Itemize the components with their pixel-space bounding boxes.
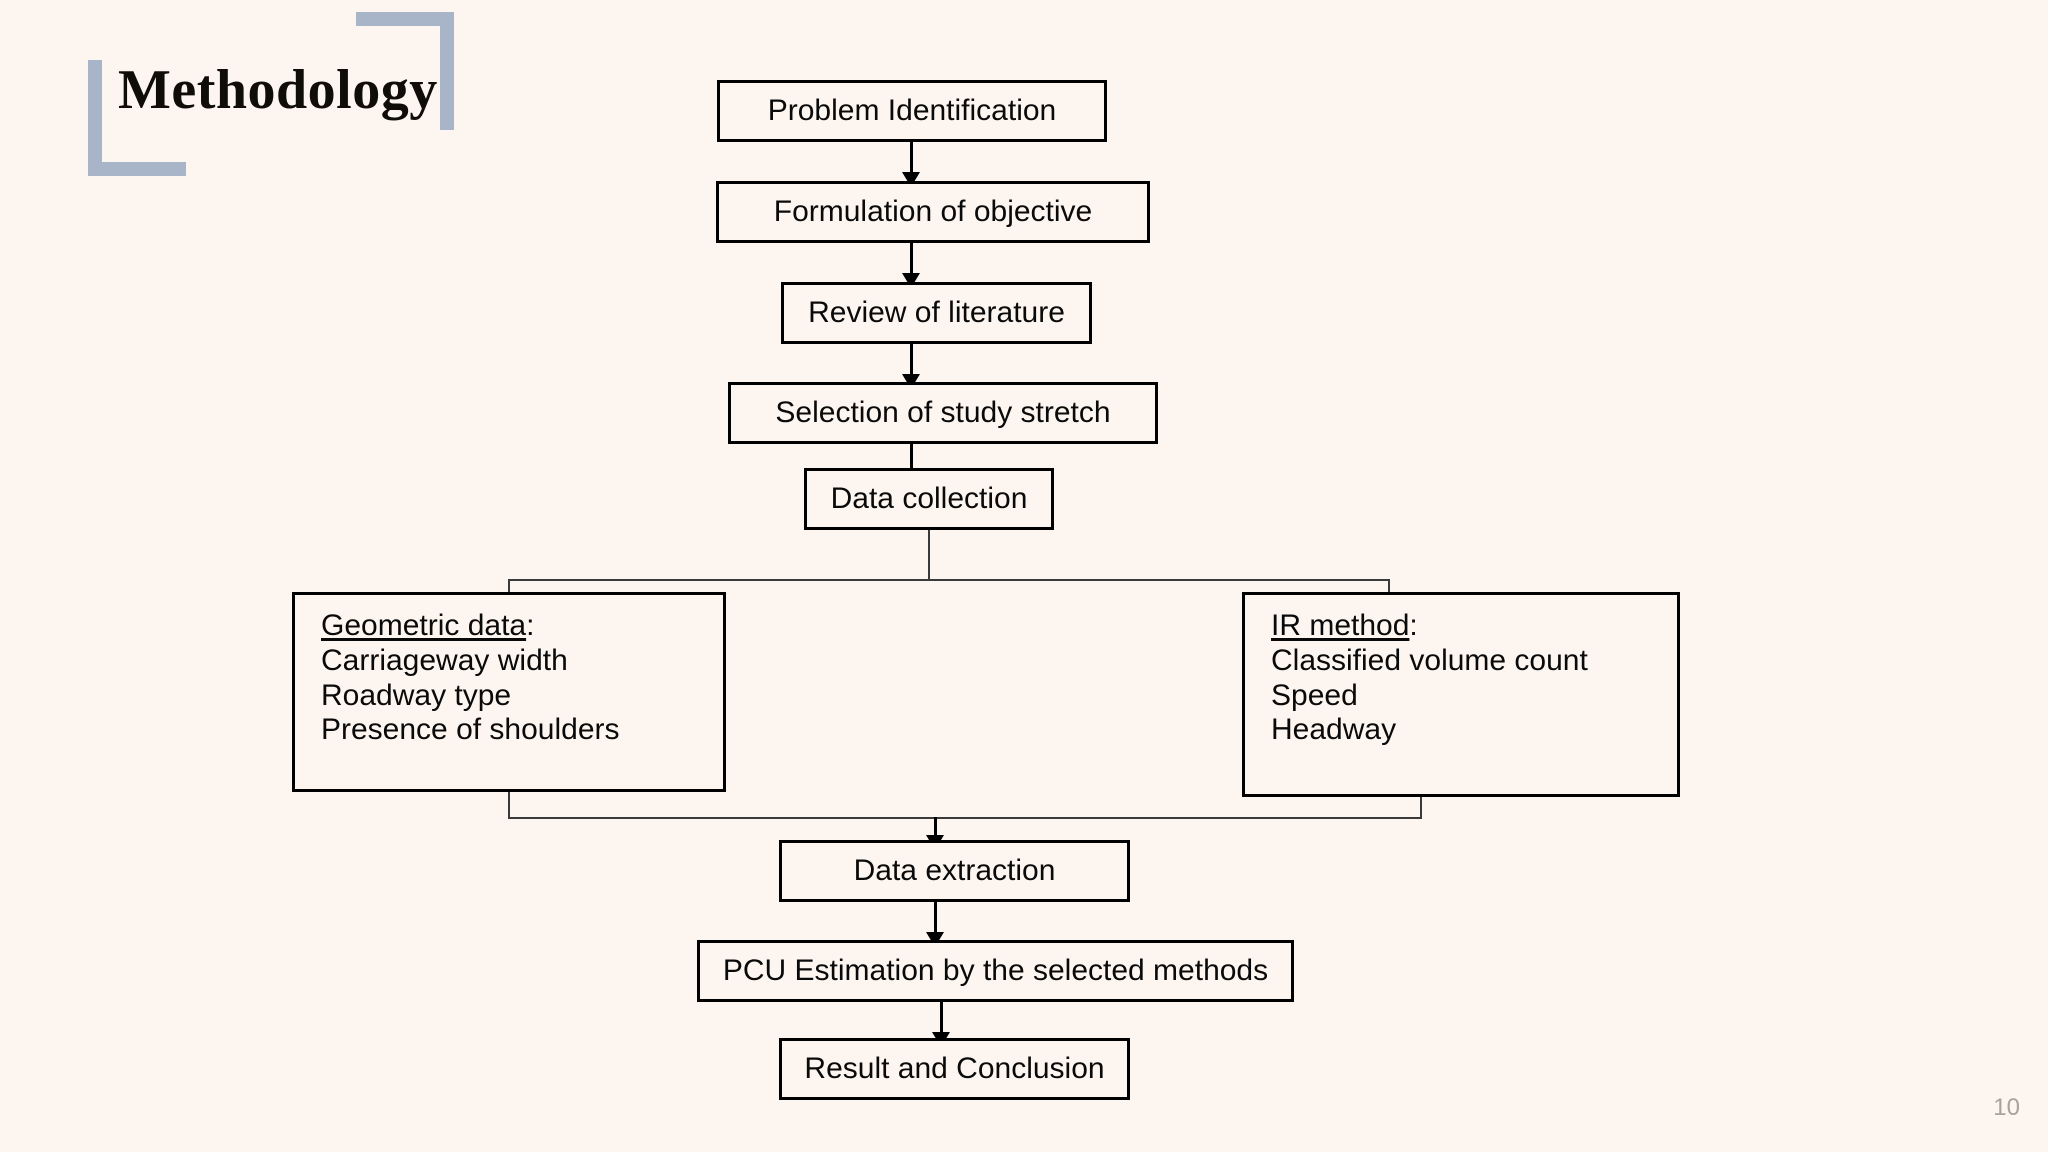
- title-block: Methodology: [88, 12, 478, 176]
- flow-node-item: Classified volume count: [1271, 643, 1588, 677]
- flow-node-label: Problem Identification: [767, 94, 1057, 127]
- edge-merge-bar: [508, 817, 1422, 819]
- edge-ir-to-merge: [1420, 797, 1422, 818]
- flow-node-label: Data collection: [830, 482, 1028, 515]
- decorative-bracket-right-icon: [356, 12, 454, 130]
- flow-node-data-collection[interactable]: Data collection: [804, 468, 1054, 530]
- flow-node-heading-row: Geometric data:: [321, 609, 701, 644]
- flow-node-heading: Geometric data: [321, 609, 527, 642]
- flow-node-selection-of-study-stretch[interactable]: Selection of study stretch: [728, 382, 1158, 444]
- edge-collection-to-ir: [1388, 579, 1390, 595]
- edge-collection-split-stem: [928, 530, 930, 580]
- flow-node-pcu-estimation[interactable]: PCU Estimation by the selected methods: [697, 940, 1294, 1002]
- flow-node-heading-suffix: :: [526, 609, 535, 642]
- decorative-bracket-left-icon: [88, 60, 186, 176]
- edge-collection-to-geometric: [508, 579, 510, 595]
- edge-collection-split-bar: [508, 579, 1390, 581]
- flow-node-item: Roadway type: [321, 678, 512, 712]
- flow-node-formulation-of-objective[interactable]: Formulation of objective: [716, 181, 1150, 243]
- flow-node-heading-row: IR method:: [1271, 609, 1655, 644]
- edge-review-to-selection: [910, 344, 913, 382]
- flow-node-heading: IR method: [1271, 609, 1410, 642]
- flow-node-label: Selection of study stretch: [775, 396, 1111, 429]
- edge-selection-to-collection: [910, 444, 913, 482]
- edge-merge-stem: [934, 817, 937, 843]
- flow-node-item: Speed: [1271, 678, 1358, 712]
- page-number: 10: [1993, 1094, 2020, 1121]
- flow-node-label: Data extraction: [853, 854, 1056, 887]
- edge-pcu-to-result: [940, 1002, 943, 1040]
- flow-node-geometric-data[interactable]: Geometric data: Carriageway width Roadwa…: [292, 592, 726, 792]
- flow-node-label: Review of literature: [808, 296, 1065, 329]
- flow-node-ir-method[interactable]: IR method: Classified volume count Speed…: [1242, 592, 1680, 797]
- flow-node-item: Carriageway width: [321, 643, 568, 677]
- flow-node-label: Formulation of objective: [773, 195, 1093, 228]
- flow-node-result-and-conclusion[interactable]: Result and Conclusion: [779, 1038, 1130, 1100]
- flow-node-label: Result and Conclusion: [804, 1052, 1105, 1085]
- edge-extraction-to-pcu: [934, 902, 937, 940]
- edge-geometric-to-merge: [508, 792, 510, 818]
- flow-node-review-of-literature[interactable]: Review of literature: [781, 282, 1092, 344]
- flow-node-heading-suffix: :: [1409, 609, 1418, 642]
- flow-node-label: PCU Estimation by the selected methods: [722, 954, 1269, 987]
- flow-node-problem-identification[interactable]: Problem Identification: [717, 80, 1107, 142]
- edge-problem-to-formulation: [910, 142, 913, 180]
- page-title: Methodology: [118, 59, 438, 121]
- flow-node-item: Presence of shoulders: [321, 713, 620, 747]
- flow-node-data-extraction[interactable]: Data extraction: [779, 840, 1130, 902]
- flow-node-item: Headway: [1271, 713, 1397, 747]
- edge-formulation-to-review: [910, 243, 913, 281]
